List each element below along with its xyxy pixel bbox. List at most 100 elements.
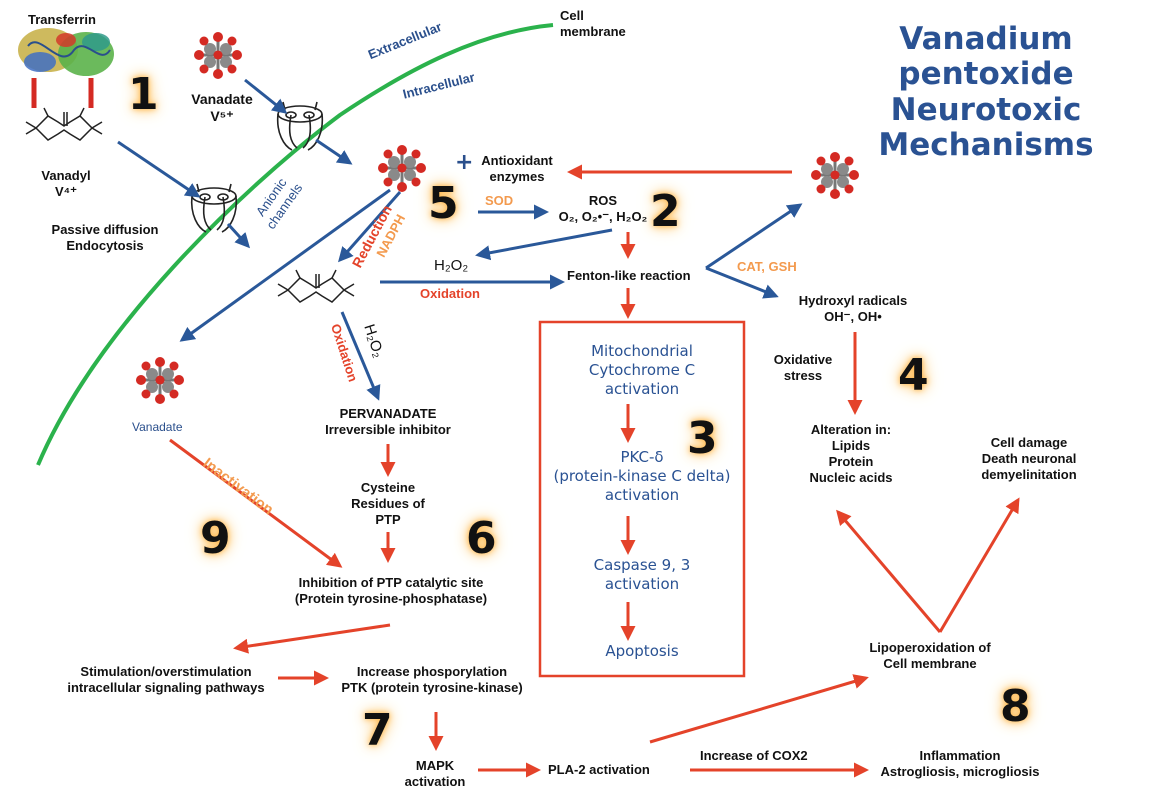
step-8: 8 xyxy=(1000,681,1031,732)
vanadate-top-ion: V⁵⁺ xyxy=(210,108,234,125)
oxidative-line-1: Oxidative xyxy=(773,352,833,367)
inhibition-line-1: Inhibition of PTP catalytic site xyxy=(298,575,484,590)
increase-phosphorylation-label: Increase phosporylation PTK (protein tyr… xyxy=(332,664,532,696)
arrow-vanadyl-to-diffusion xyxy=(117,140,201,198)
increase-line-2: PTK (protein tyrosine-kinase) xyxy=(341,679,523,695)
alteration-line-3: Protein xyxy=(828,453,874,469)
title-line-2: Neurotoxic xyxy=(890,91,1082,128)
arrow-lipo-to-damage xyxy=(938,497,1020,633)
arrow-diffusion-channel-in xyxy=(226,222,251,249)
cat-gsh-label: CAT, GSH xyxy=(737,259,797,274)
pkc-line-2: (protein-kinase C delta) xyxy=(553,466,731,485)
alteration-line-4: Nucleic acids xyxy=(809,469,893,485)
inhibition-label: Inhibition of PTP catalytic site (Protei… xyxy=(286,575,496,607)
lipo-line-1: Lipoperoxidation of xyxy=(869,640,991,655)
title-line-1: Vanadium pentoxide xyxy=(898,21,1074,93)
oxidative-stress-label: Oxidative stress xyxy=(770,352,836,384)
cell-membrane-curve xyxy=(36,23,554,466)
cysteine-label: Cysteine Residues of PTP xyxy=(346,480,430,528)
cell-damage-line-3: demyelinitation xyxy=(981,466,1077,482)
arrow-fenton-to-hydroxyl xyxy=(705,266,779,299)
step-3: 3 xyxy=(687,413,718,464)
arrow-inactivation xyxy=(169,438,343,568)
caspase-line-2: activation xyxy=(604,574,680,593)
apoptosis-step: Apoptosis xyxy=(605,642,679,660)
diagram-title: Vanadium pentoxide Neurotoxic Mechanisms xyxy=(840,21,1132,163)
arrow-cluster-to-vanadate xyxy=(179,188,391,342)
arrow-inhibition-to-stimulation xyxy=(233,623,391,654)
hydroxyl-line-1: Hydroxyl radicals xyxy=(798,293,908,308)
stimulation-line-2: intracellular signaling pathways xyxy=(67,679,265,695)
inflammation-label: Inflammation Astrogliosis, microgliosis xyxy=(870,748,1050,780)
antioxidant-enzymes-label: Antioxidant enzymes xyxy=(472,153,562,185)
antioxidant-line-1: Antioxidant xyxy=(481,153,553,168)
antioxidant-line-2: enzymes xyxy=(489,168,545,184)
passive-diffusion-line-1: Passive diffusion xyxy=(51,222,159,237)
cell-damage-label: Cell damage Death neuronal demyelinitati… xyxy=(968,435,1090,483)
arrow-ros-to-h2o2 xyxy=(475,228,613,261)
increase-line-1: Increase phosporylation xyxy=(356,664,508,679)
fenton-label: Fenton-like reaction xyxy=(567,268,691,283)
plus-icon: + xyxy=(455,150,474,175)
arrow-chelate-to-pervanadate xyxy=(340,311,381,401)
pkc-line-3: activation xyxy=(604,485,680,504)
sod-label: SOD xyxy=(485,193,514,208)
transferrin-label: Transferrin xyxy=(28,12,96,27)
oxidation-horizontal-label: Oxidation xyxy=(420,286,480,301)
arrow-vanadate-to-channel xyxy=(244,78,288,114)
transferrin-protein-icon xyxy=(18,28,114,108)
passive-diffusion-line-2: Endocytosis xyxy=(66,237,144,253)
stimulation-line-1: Stimulation/overstimulation xyxy=(80,664,252,679)
step-9: 9 xyxy=(200,513,231,564)
vanadyl-ion: V⁴⁺ xyxy=(55,183,77,199)
step-6: 6 xyxy=(466,513,497,564)
alteration-line-1: Alteration in: xyxy=(810,422,892,437)
pervanadate-line-2: Irreversible inhibitor xyxy=(325,421,451,437)
ros-species: O₂, O₂•⁻, H₂O₂ xyxy=(558,208,648,224)
step-1: 1 xyxy=(128,69,159,120)
cox2-label: Increase of COX2 xyxy=(700,748,808,763)
cell-damage-line-1: Cell damage xyxy=(990,435,1068,450)
anionic-channel-icon xyxy=(276,101,324,151)
vanadate-lower-label: Vanadate xyxy=(132,420,183,434)
mapk-label: MAPK activation xyxy=(394,758,476,790)
oxidative-line-2: stress xyxy=(783,367,823,383)
hydroxyl-line-2: OH⁻, OH• xyxy=(824,308,882,324)
arrow-pla2-to-lipo xyxy=(649,674,869,744)
stimulation-label: Stimulation/overstimulation intracellula… xyxy=(60,664,272,696)
title-line-3: Mechanisms xyxy=(878,126,1094,163)
vanadyl-label: Vanadyl V⁴⁺ xyxy=(36,168,96,200)
vanadyl-name: Vanadyl xyxy=(41,168,91,183)
mapk-line-2: activation xyxy=(404,773,466,789)
vanadate-top-name: Vanadate xyxy=(191,91,253,107)
passive-diffusion-label: Passive diffusion Endocytosis xyxy=(40,222,170,254)
cell-damage-line-2: Death neuronal xyxy=(981,450,1077,466)
step-2: 2 xyxy=(650,186,681,237)
step-5: 5 xyxy=(428,178,459,229)
vanadyl-chelate-structure xyxy=(25,107,103,141)
pkc-line-1: PKC-δ xyxy=(620,448,664,466)
caspase-line-1: Caspase 9, 3 xyxy=(593,556,691,574)
cysteine-line-2: Residues of xyxy=(351,495,425,511)
lipo-line-2: Cell membrane xyxy=(883,655,977,671)
cell-membrane-line-2: membrane xyxy=(560,23,626,39)
step-7: 7 xyxy=(362,705,393,756)
h2o2-left-label: H₂O₂ xyxy=(434,257,469,274)
pervanadate-label: PERVANADATE Irreversible inhibitor xyxy=(310,406,466,438)
vanadate-cluster-icon-4 xyxy=(134,355,186,406)
alteration-label: Alteration in: Lipids Protein Nucleic ac… xyxy=(796,422,906,485)
pervanadate-line-1: PERVANADATE xyxy=(339,406,437,421)
cell-membrane-line-1: Cell xyxy=(560,8,584,23)
vanadyl-chelate-structure-2 xyxy=(277,269,355,303)
vanadate-top-label: Vanadate V⁵⁺ xyxy=(186,91,258,125)
cysteine-line-3: PTP xyxy=(375,511,401,527)
step-4: 4 xyxy=(898,350,929,401)
arrow-channel-to-cluster xyxy=(315,138,353,165)
arrow-lipo-to-alteration xyxy=(836,509,942,633)
inflam-line-1: Inflammation xyxy=(919,748,1001,763)
pkc-step: PKC-δ (protein-kinase C delta) activatio… xyxy=(548,448,736,504)
mito-line-2: Cytochrome C xyxy=(588,360,696,379)
cell-membrane-label: Cell membrane xyxy=(560,8,626,40)
